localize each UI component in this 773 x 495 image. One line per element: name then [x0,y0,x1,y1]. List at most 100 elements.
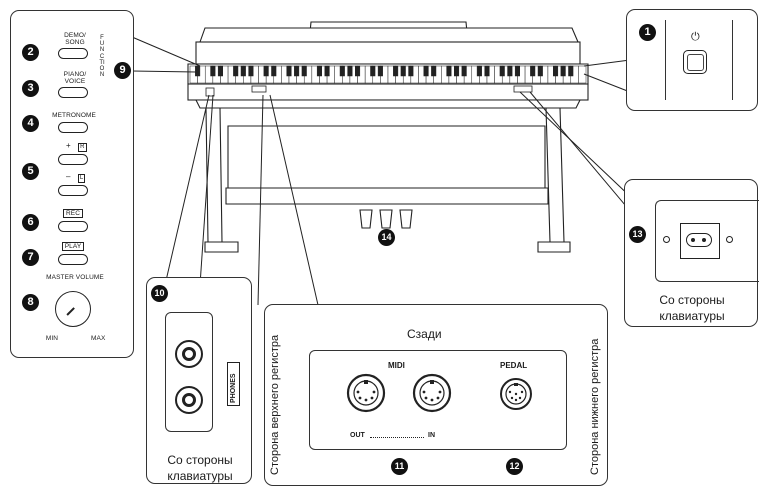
black-key [476,65,482,77]
callout-13: 13 [629,226,646,243]
black-key [461,65,467,77]
black-key [454,65,460,77]
right-leg [545,107,565,243]
midi-in-port[interactable] [412,373,452,413]
black-key [446,65,452,77]
phones-jack-2[interactable] [175,386,203,414]
phones-panel: PHONES Со стороны клавиатуры [146,277,252,484]
pedal-right [399,209,413,229]
max-label: MAX [91,335,106,342]
callout-6: 6 [22,214,39,231]
callout-14: 14 [378,229,395,246]
midi-out-port[interactable] [346,373,386,413]
play-button[interactable] [58,254,88,265]
midi-label: MIDI [388,361,405,370]
piano-voice-label: PIANO/VOICE [63,71,87,85]
function-label: FUNCTION [99,35,105,79]
black-key [553,65,559,77]
piano-lid [199,27,579,43]
play-label: PLAY [58,242,88,251]
callout-9: 9 [114,62,131,79]
black-key [423,65,429,77]
minus-label: – L [66,172,86,183]
black-key [233,65,239,77]
callout-3: 3 [22,80,39,97]
phones-caption-line1: Со стороны [167,453,233,467]
piano-voice-button[interactable] [58,87,88,98]
piano-cabinet-top [195,41,581,65]
minus-l-button[interactable] [58,185,88,196]
master-volume-knob[interactable] [55,291,91,327]
black-key [195,65,201,77]
metronome-button[interactable] [58,122,88,133]
plus-label: + R [66,141,87,152]
phones-label-box: PHONES [227,362,240,406]
black-key [271,65,277,77]
black-key [370,65,376,77]
demo-song-button[interactable] [58,48,88,59]
black-key [294,65,300,77]
master-volume-label: MASTER VOLUME [46,274,104,281]
ac-caption-line2: клавиатуры [659,309,725,323]
phones-caption-line2: клавиатуры [167,469,233,483]
black-key [530,65,536,77]
pedal-box [225,187,549,205]
callout-4: 4 [22,115,39,132]
rear-connector-panel: MIDI PEDAL [309,350,567,450]
upper-register-side: Сторона верхнего регистра [269,334,281,475]
phones-jack-1[interactable] [175,340,203,368]
black-key [316,65,322,77]
black-key [499,65,505,77]
callout-5: 5 [22,163,39,180]
black-key [560,65,566,77]
ac-caption-line1: Со стороны [659,293,725,307]
min-label: MIN [45,335,59,342]
rear-panel: Сторона верхнего регистра Сторона нижнег… [264,304,608,486]
pedal-port[interactable] [499,377,533,411]
callout-2: 2 [22,44,39,61]
pedal-center [379,209,393,229]
rec-label: REC [58,209,88,218]
callout-10: 10 [151,285,168,302]
out-label: OUT [350,432,365,439]
l-key-box: L [77,174,86,183]
black-key [400,65,406,77]
black-key [537,65,543,77]
knob-indicator [66,307,75,316]
black-key [514,65,520,77]
power-icon: ⏻ [691,31,700,43]
ac-inlet-panel: Со стороны клавиатуры [624,179,759,327]
callout-8: 8 [22,294,39,311]
ac-plate [655,200,759,282]
r-key-box: R [78,143,87,152]
black-key [393,65,399,77]
rec-button[interactable] [58,221,88,232]
midi-dotted-line [370,437,424,438]
lower-register-side: Сторона нижнего регистра [589,338,601,475]
black-key [507,65,513,77]
plus-r-button[interactable] [58,154,88,165]
black-key [408,65,414,77]
black-key [286,65,292,77]
black-key [355,65,361,77]
keyboard-keys [189,65,587,84]
ac-inlet[interactable] [680,223,720,259]
demo-song-label: DEMO/SONG [64,32,86,46]
panel-divider-left [665,20,667,100]
black-key [431,65,437,77]
rear-title: Сзади [407,327,442,341]
metronome-label: METRONOME [52,112,96,119]
black-key [263,65,269,77]
black-key [240,65,246,77]
callout-12: 12 [506,458,523,475]
phones-label: PHONES [230,373,237,403]
black-key [301,65,307,77]
jack-housing [165,312,213,432]
pedal-left [359,209,373,229]
power-button[interactable] [683,50,707,74]
in-label: IN [428,432,435,439]
left-leg [205,107,223,243]
callout-11: 11 [391,458,408,475]
